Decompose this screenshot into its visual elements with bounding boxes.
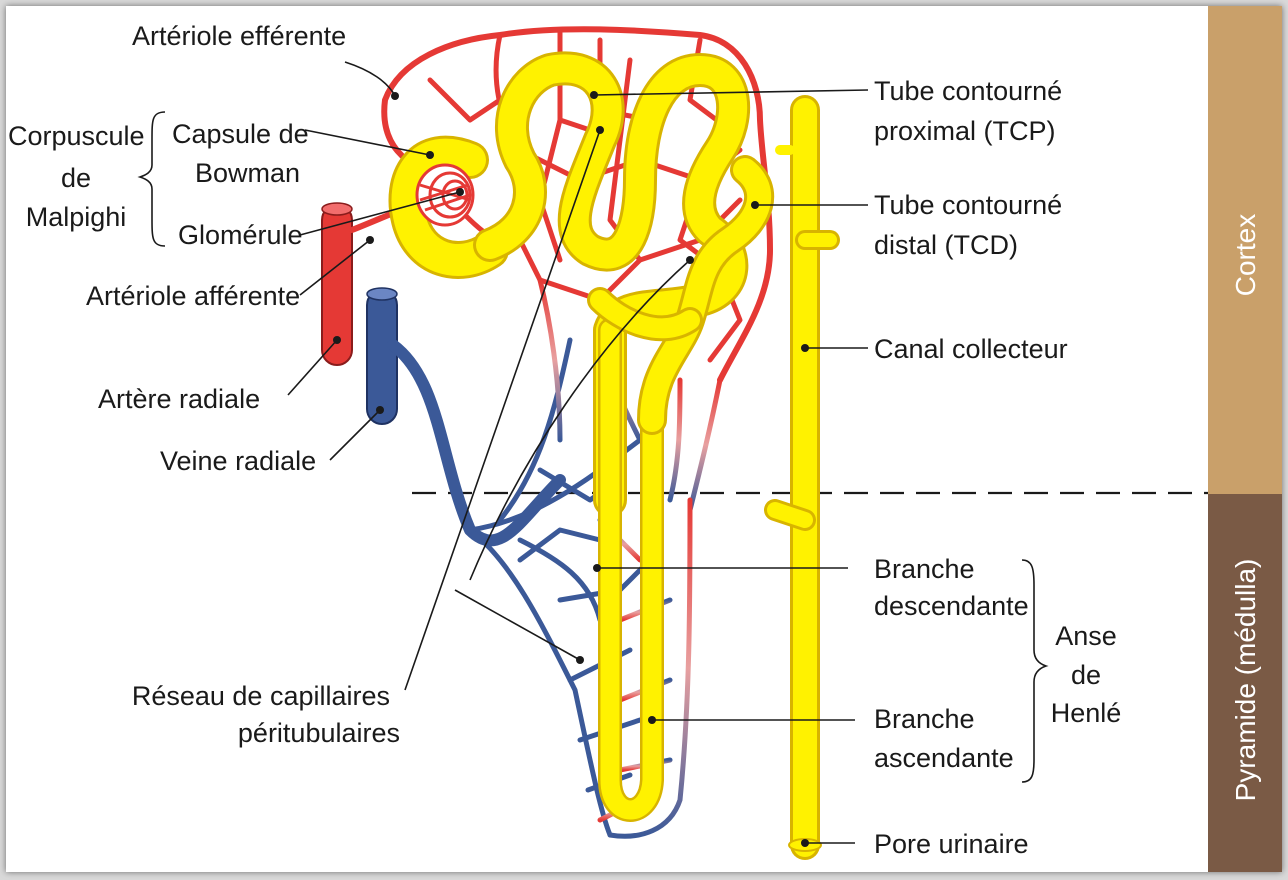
label-tcp-line1: Tube contourné — [874, 76, 1062, 106]
label-bowman: Bowman — [195, 158, 300, 188]
radial-artery-opening — [322, 203, 352, 215]
label-pore-urinaire: Pore urinaire — [874, 829, 1029, 859]
diagram-frame: Cortex Pyramide (médulla) — [6, 6, 1282, 872]
label-malpighi: Malpighi — [26, 202, 127, 232]
collecting-duct — [775, 110, 830, 851]
label-veine-radiale: Veine radiale — [160, 446, 316, 476]
label-artere-radiale: Artère radiale — [98, 384, 260, 414]
medulla-label: Pyramide (médulla) — [1230, 559, 1261, 802]
label-branche-ascendante-1: Branche — [874, 704, 975, 734]
labels: Artériole efférente Corpuscule de Malpig… — [8, 21, 1121, 859]
label-tcp-line2: proximal (TCP) — [874, 116, 1056, 146]
zone-band: Cortex Pyramide (médulla) — [1208, 6, 1282, 872]
label-tcd-line1: Tube contourné — [874, 190, 1062, 220]
label-anse: Anse — [1055, 621, 1117, 651]
label-arteriole-efferente: Artériole efférente — [132, 21, 346, 51]
radial-vessels — [322, 203, 397, 424]
label-branche-descendante-1: Branche — [874, 554, 975, 584]
label-branche-ascendante-2: ascendante — [874, 743, 1014, 773]
label-henle: Henlé — [1051, 698, 1122, 728]
label-de-2: de — [1071, 660, 1101, 690]
label-corpuscule: Corpuscule — [8, 121, 145, 151]
radial-vein — [367, 290, 397, 424]
label-peritubulaires: péritubulaires — [238, 718, 400, 748]
label-reseau-capillaires: Réseau de capillaires — [132, 681, 390, 711]
radial-vein-opening — [367, 288, 397, 300]
label-glomerule: Glomérule — [178, 220, 303, 250]
nephron-diagram: Cortex Pyramide (médulla) — [6, 6, 1282, 872]
label-arteriole-afferente: Artériole afférente — [86, 281, 300, 311]
label-capsule-de: Capsule de — [172, 119, 309, 149]
label-branche-descendante-2: descendante — [874, 591, 1029, 621]
label-de: de — [61, 163, 91, 193]
label-tcd-line2: distal (TCD) — [874, 230, 1018, 260]
glomerulus — [417, 165, 473, 225]
cortex-label: Cortex — [1230, 214, 1261, 296]
label-canal-collecteur: Canal collecteur — [874, 334, 1068, 364]
